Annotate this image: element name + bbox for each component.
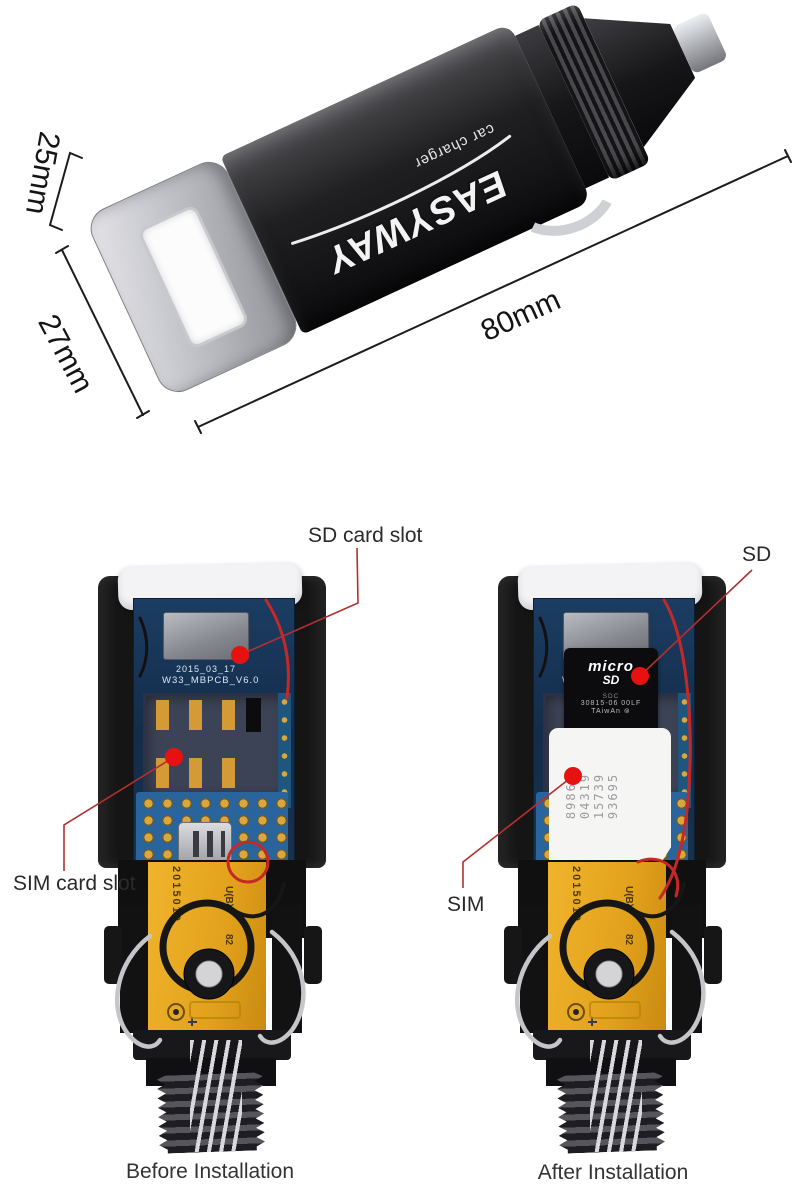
pcb-silkscreen-model: W33_MBPCB_V6.0 [162,675,260,686]
caption-after: After Installation [537,1161,689,1184]
sim-number-group: 15739 [592,772,606,820]
usb-port-opening [136,203,251,351]
power-pcb-code: 2015010 [570,866,582,923]
power-pcb [548,862,666,1040]
tip-spring [190,1040,242,1152]
dimension-length: 80mm [476,283,566,348]
device-before-installation: 2015_03_17 W33_MBPCB_V6.0 2015010 U(B) 8… [98,560,328,1172]
sim-number-group: 89860 [564,772,578,820]
shell-side [520,905,548,1033]
gold-via-column [678,693,691,808]
power-pcb-code2: U(B) [623,886,634,908]
pcb-silkscreen-date: 2015_03_17 [176,664,237,674]
sim-label: SIM [447,893,485,916]
sim-number-group: 93695 [606,772,620,820]
sd-card-print-line2: 30815-06 00LF [580,700,642,707]
shell-wing [104,926,122,984]
caption-before: Before Installation [125,1160,295,1183]
sim-contact-pins [156,758,252,788]
power-pcb-code3: 82 [623,934,634,946]
device-after-installation: 2015_03_17 W33_MBPCB_V6.0 micro SD SDC 3… [498,560,728,1172]
dimension-height: 25mm [19,129,66,217]
shell-wing [504,926,522,984]
shell-side [672,905,702,1033]
connector-slots [185,831,225,857]
shell-side [272,905,302,1033]
sd-label: SD [742,543,772,566]
micro-sd-card: micro SD SDC 30815-06 00LF TAiwAn ⊚ [564,648,658,738]
sd-card-print-line1: SDC [602,693,620,700]
power-pcb-code2: U(B) [223,886,234,908]
sd-card-slot-label: SD card slot [308,524,423,547]
shell-side [120,905,148,1033]
sim-card-slot-label: SIM card slot [13,872,136,895]
brand-logo: EASYWAY car charger [248,69,548,297]
power-pcb-code: 2015010 [170,866,182,923]
dimension-width: 27mm [31,309,100,399]
tip-spring [590,1040,642,1152]
holder-latch [246,698,261,732]
sim-contact-pins [156,700,252,730]
car-charger-product: EASYWAY car charger [83,0,766,400]
micro-sd-logo-mark: SD [602,673,620,687]
shell-wing [304,926,322,984]
shell-wing [704,926,722,984]
sim-card-numbers: 89860 04319 15739 93695 [564,754,624,838]
sd-card-print-line3: TAiwAn ⊚ [591,708,631,715]
gold-via-column [278,693,291,808]
micro-sd-logo: micro [588,658,634,675]
micro-usb-connector [178,822,232,866]
power-pcb-code3: 82 [223,934,234,946]
sim-number-group: 04319 [578,772,592,820]
sd-slot-shield [163,612,249,660]
power-pcb [148,862,266,1040]
